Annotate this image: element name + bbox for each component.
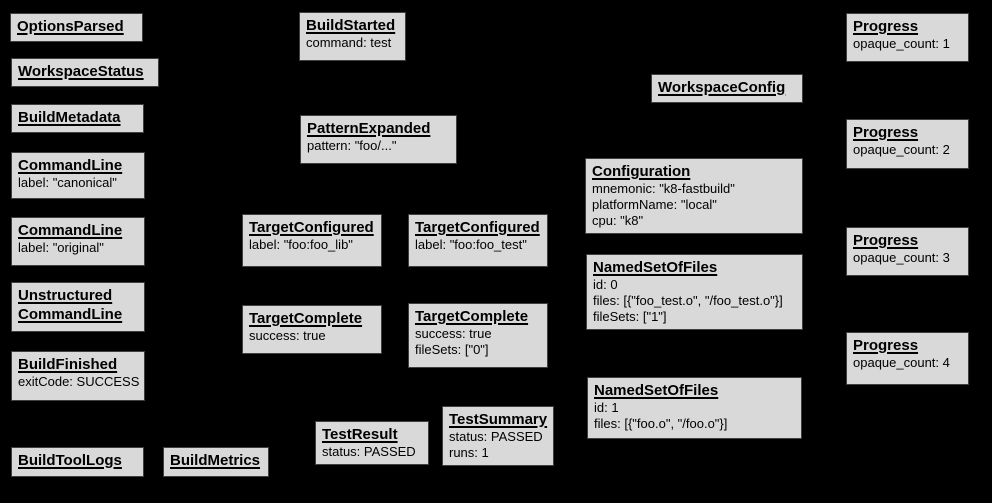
node-field: opaque_count: 1 <box>853 36 950 51</box>
node-field: status: PASSED <box>449 429 543 444</box>
node-field: fileSets: ["1"] <box>593 309 667 324</box>
node-field: id: 1 <box>594 400 619 415</box>
node-field: files: [{"foo_test.o", "/foo_test.o"}] <box>593 293 783 308</box>
node-title: BuildStarted <box>306 17 396 34</box>
node-title: BuildMetrics <box>170 452 261 469</box>
node-workspace-status: WorkspaceStatus <box>11 58 159 87</box>
node-field: label: "foo:foo_test" <box>415 237 527 252</box>
node-title: TestResult <box>322 426 398 443</box>
node-build-metadata: BuildMetadata <box>11 104 144 133</box>
node-field: fileSets: ["0"] <box>415 342 489 357</box>
node-field: exitCode: SUCCESS <box>18 374 140 389</box>
node-title: BuildToolLogs <box>18 452 122 469</box>
node-field: command: test <box>306 35 392 50</box>
node-title: Configuration <box>592 163 691 180</box>
node-unstructured-command-line: Unstructured CommandLine <box>11 282 145 332</box>
node-field: opaque_count: 4 <box>853 355 950 370</box>
node-field: success: true <box>249 328 326 343</box>
node-title: TargetComplete <box>249 310 363 327</box>
node-field: runs: 1 <box>449 445 489 460</box>
node-title: Progress <box>853 232 919 249</box>
node-title: NamedSetOfFiles <box>593 259 718 276</box>
node-title: TargetComplete <box>415 308 529 325</box>
node-field: opaque_count: 3 <box>853 250 950 265</box>
node-title: NamedSetOfFiles <box>594 382 719 399</box>
node-title: Progress <box>853 18 919 35</box>
node-title: PatternExpanded <box>307 120 431 137</box>
node-field: label: "foo:foo_lib" <box>249 237 353 252</box>
node-title: WorkspaceConfig <box>658 79 786 96</box>
node-title: CommandLine <box>18 157 123 174</box>
node-field: cpu: "k8" <box>592 213 644 228</box>
node-field: opaque_count: 2 <box>853 142 950 157</box>
node-options-parsed: OptionsParsed <box>10 13 143 42</box>
node-title: TargetConfigured <box>415 219 540 236</box>
node-field: pattern: "foo/..." <box>307 138 397 153</box>
node-title: Progress <box>853 337 919 354</box>
node-field: label: "canonical" <box>18 175 117 190</box>
node-title: TargetConfigured <box>249 219 374 236</box>
node-field: mnemonic: "k8-fastbuild" <box>592 181 735 196</box>
node-title: OptionsParsed <box>17 18 124 35</box>
node-field: files: [{"foo.o", "/foo.o"}] <box>594 416 728 431</box>
node-title: CommandLine <box>18 222 123 239</box>
node-build-metrics: BuildMetrics <box>163 447 269 477</box>
node-title: Unstructured CommandLine <box>18 287 123 323</box>
node-workspace-config: WorkspaceConfig <box>651 74 803 103</box>
node-field: label: "original" <box>18 240 104 255</box>
node-field: success: true <box>415 326 492 341</box>
node-build-tool-logs: BuildToolLogs <box>11 447 144 477</box>
node-field: id: 0 <box>593 277 618 292</box>
node-field: status: PASSED <box>322 444 416 459</box>
node-title: WorkspaceStatus <box>18 63 144 80</box>
node-title: BuildMetadata <box>18 109 121 126</box>
node-title: TestSummary <box>449 411 548 428</box>
node-title: BuildFinished <box>18 356 118 373</box>
node-title: Progress <box>853 124 919 141</box>
node-field: platformName: "local" <box>592 197 717 212</box>
